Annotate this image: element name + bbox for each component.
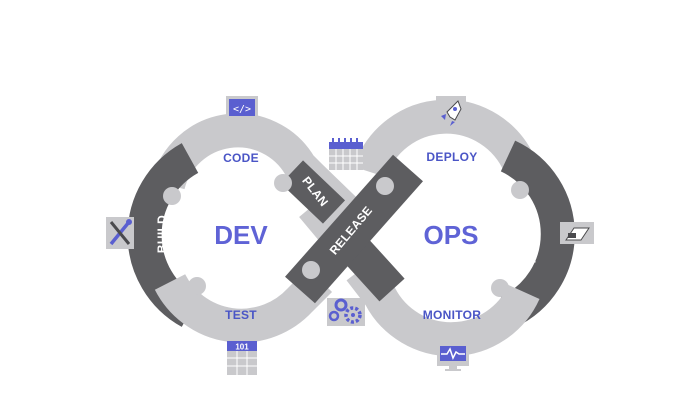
segment-plan — [280, 160, 346, 224]
stage-label-build: BUILD — [155, 215, 169, 253]
segment-monitor — [346, 259, 540, 357]
rocket-icon — [436, 96, 466, 126]
code-monitor-icon: </> — [226, 96, 258, 127]
stage-label-test: TEST — [225, 308, 257, 322]
stage-label-code: CODE — [223, 151, 259, 165]
toggle-switch-icon — [560, 222, 594, 244]
gears-icon — [327, 298, 365, 326]
binary-grid-text: 101 — [235, 343, 249, 352]
pulse-monitor-icon — [437, 343, 469, 371]
stage-label-deploy: DEPLOY — [426, 150, 477, 164]
ops-label: OPS — [424, 220, 479, 250]
calendar-icon — [329, 138, 363, 170]
segment-test — [154, 267, 333, 343]
binary-grid-icon: 101 — [227, 341, 257, 375]
puzzle-knobs — [163, 174, 529, 297]
stage-label-monitor: MONITOR — [423, 308, 482, 322]
stage-label-operate: OPERATE — [524, 204, 538, 263]
dev-label: DEV — [214, 220, 268, 250]
svg-text:</>: </> — [233, 104, 251, 115]
tools-icon — [106, 217, 134, 249]
